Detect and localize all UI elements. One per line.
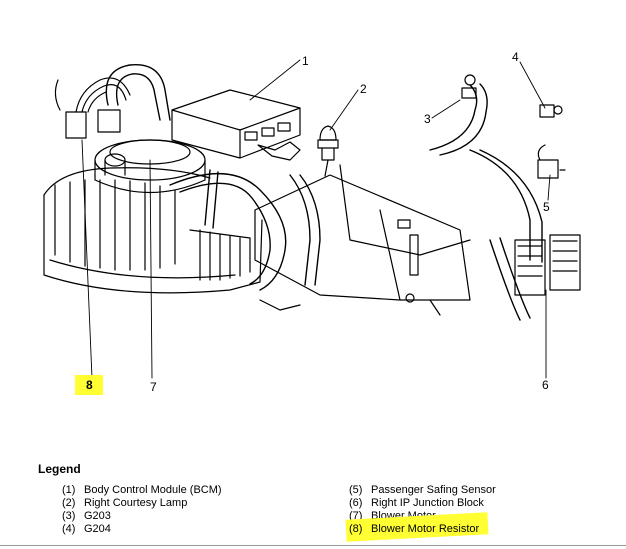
main-harness xyxy=(105,64,321,291)
callout-6: 6 xyxy=(542,378,549,392)
passenger-safing-sensor xyxy=(537,144,566,179)
resistor-connector xyxy=(54,77,131,139)
legend-title: Legend xyxy=(38,462,81,476)
legend-item: (8) Blower Motor Resistor xyxy=(349,523,479,535)
legend-label: Right Courtesy Lamp xyxy=(84,497,188,509)
ground-connectors xyxy=(461,74,563,118)
divider xyxy=(0,545,626,546)
callout-8-highlight xyxy=(75,375,103,395)
callout-4: 4 xyxy=(512,50,519,64)
callout-8: 8 xyxy=(86,378,93,392)
legend-num: (6) xyxy=(349,497,363,509)
legend-item: (3) G203 xyxy=(62,510,111,522)
callout-1: 1 xyxy=(302,54,309,68)
legend-label: G203 xyxy=(84,510,111,522)
callout-2: 2 xyxy=(360,82,367,96)
support-bracket xyxy=(254,164,471,316)
callout-3: 3 xyxy=(424,112,431,126)
ip-junction-block xyxy=(514,234,581,296)
legend-label: Blower Motor Resistor xyxy=(371,523,480,535)
right-harness xyxy=(429,83,543,321)
legend-label: Passenger Safing Sensor xyxy=(371,484,496,496)
legend-num: (1) xyxy=(62,484,76,496)
callout-5: 5 xyxy=(543,200,550,214)
legend-item: (1) Body Control Module (BCM) xyxy=(62,484,222,496)
legend-num: (5) xyxy=(349,484,363,496)
legend-num: (3) xyxy=(62,510,76,522)
legend-num: (4) xyxy=(62,523,76,535)
legend-item: (5) Passenger Safing Sensor xyxy=(349,484,496,496)
blower-housing xyxy=(43,167,263,294)
legend-item: (6) Right IP Junction Block xyxy=(349,497,484,509)
legend-item: (2) Right Courtesy Lamp xyxy=(62,497,187,509)
wiring-illustration xyxy=(43,59,581,379)
legend-item: (4) G204 xyxy=(62,523,111,535)
legend-label: G204 xyxy=(84,523,111,535)
legend-label: Right IP Junction Block xyxy=(371,497,484,509)
body-control-module xyxy=(171,89,301,161)
legend-num: (8) xyxy=(349,523,363,535)
legend-label: Body Control Module (BCM) xyxy=(84,484,222,496)
callout-7: 7 xyxy=(150,380,157,394)
leader-lines xyxy=(81,59,551,379)
courtesy-lamp xyxy=(317,125,339,177)
legend-num: (2) xyxy=(62,497,76,509)
